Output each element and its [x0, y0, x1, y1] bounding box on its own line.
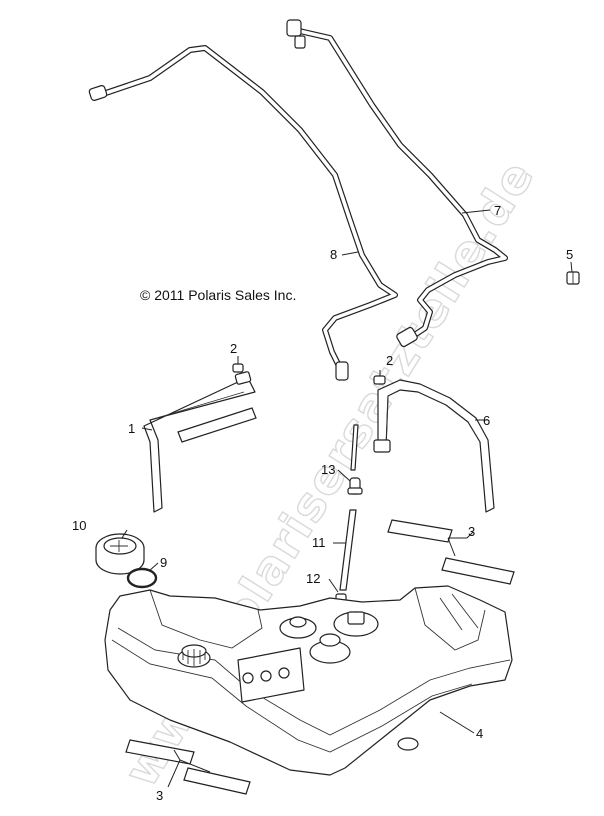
callout-12: 12 [306, 571, 320, 586]
strap-1 [143, 371, 256, 513]
callout-labels: 1 2 2 3 3 4 5 6 7 8 9 10 11 12 13 [72, 203, 573, 803]
callout-8: 8 [330, 247, 337, 262]
leader-lines [121, 209, 573, 788]
callout-3a: 3 [468, 524, 475, 539]
rod-upper [350, 424, 359, 471]
callout-9: 9 [160, 555, 167, 570]
vent-hose-8 [88, 45, 398, 381]
callout-10: 10 [72, 518, 86, 533]
callout-3b: 3 [156, 788, 163, 803]
pad-3-right [387, 519, 515, 585]
fuel-cap-10 [95, 533, 145, 575]
fastener-5 [566, 271, 580, 285]
vent-hose-7 [286, 19, 508, 348]
callout-6: 6 [483, 413, 490, 428]
callout-2a: 2 [230, 341, 237, 356]
callout-11: 11 [312, 535, 326, 550]
strap-6 [373, 379, 495, 513]
callout-13: 13 [321, 462, 335, 477]
fuel-tank-4 [104, 585, 513, 776]
bolt-2a [232, 356, 244, 373]
callout-2b: 2 [386, 353, 393, 368]
pad-strap-1 [177, 407, 257, 443]
copyright-text: © 2011 Polaris Sales Inc. [140, 287, 296, 303]
o-ring-9 [126, 567, 158, 589]
callout-7: 7 [494, 203, 501, 218]
bolt-2b [373, 370, 386, 385]
callout-4: 4 [476, 726, 483, 741]
rod-11 [339, 509, 357, 591]
callout-1: 1 [128, 421, 135, 436]
callout-5: 5 [566, 247, 573, 262]
fitting-13 [347, 477, 363, 495]
